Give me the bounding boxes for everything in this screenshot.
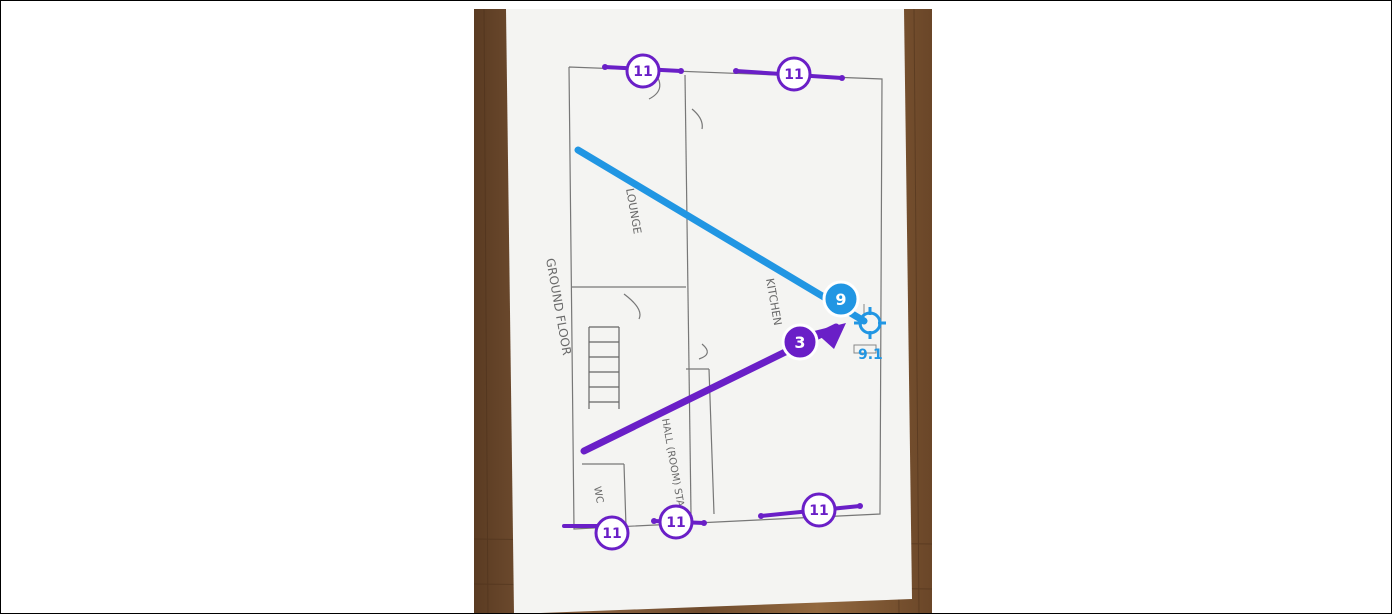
badge-top-left-value: 11 bbox=[633, 64, 652, 80]
label-wc: WC bbox=[591, 486, 605, 505]
purple-line-arrowhead bbox=[814, 323, 846, 349]
badge-bottom-right-value: 11 bbox=[809, 503, 828, 519]
crosshair-target-icon[interactable] bbox=[854, 307, 886, 339]
badge-purple-line[interactable]: 3 bbox=[781, 323, 819, 361]
badge-bottom-left[interactable]: 11 bbox=[658, 504, 694, 540]
floorplan-photo: LOUNGE KITCHEN GROUND FLOOR HALL (ROOM) … bbox=[474, 9, 932, 614]
badge-bottom-far-left-value: 11 bbox=[602, 526, 621, 542]
blue-measure-line[interactable] bbox=[574, 146, 868, 325]
badge-bottom-far-left[interactable]: 11 bbox=[594, 515, 630, 551]
paper-sheet bbox=[506, 9, 912, 613]
badge-bottom-left-value: 11 bbox=[666, 515, 685, 531]
badge-top-right-value: 11 bbox=[784, 67, 803, 83]
staircase-sketch bbox=[588, 326, 620, 409]
cursor-readout: 9.1 bbox=[858, 347, 883, 363]
badge-top-left[interactable]: 11 bbox=[625, 53, 661, 89]
badge-purple-line-value: 3 bbox=[794, 333, 805, 352]
purple-segment-endpoints[interactable] bbox=[602, 64, 863, 526]
floorplan-overlay-svg[interactable]: LOUNGE KITCHEN GROUND FLOOR HALL (ROOM) … bbox=[474, 9, 932, 614]
badge-blue-line-value: 9 bbox=[835, 290, 846, 309]
badge-bottom-right[interactable]: 11 bbox=[801, 492, 837, 528]
badge-top-right[interactable]: 11 bbox=[776, 56, 812, 92]
badge-blue-line[interactable]: 9 bbox=[822, 280, 860, 318]
